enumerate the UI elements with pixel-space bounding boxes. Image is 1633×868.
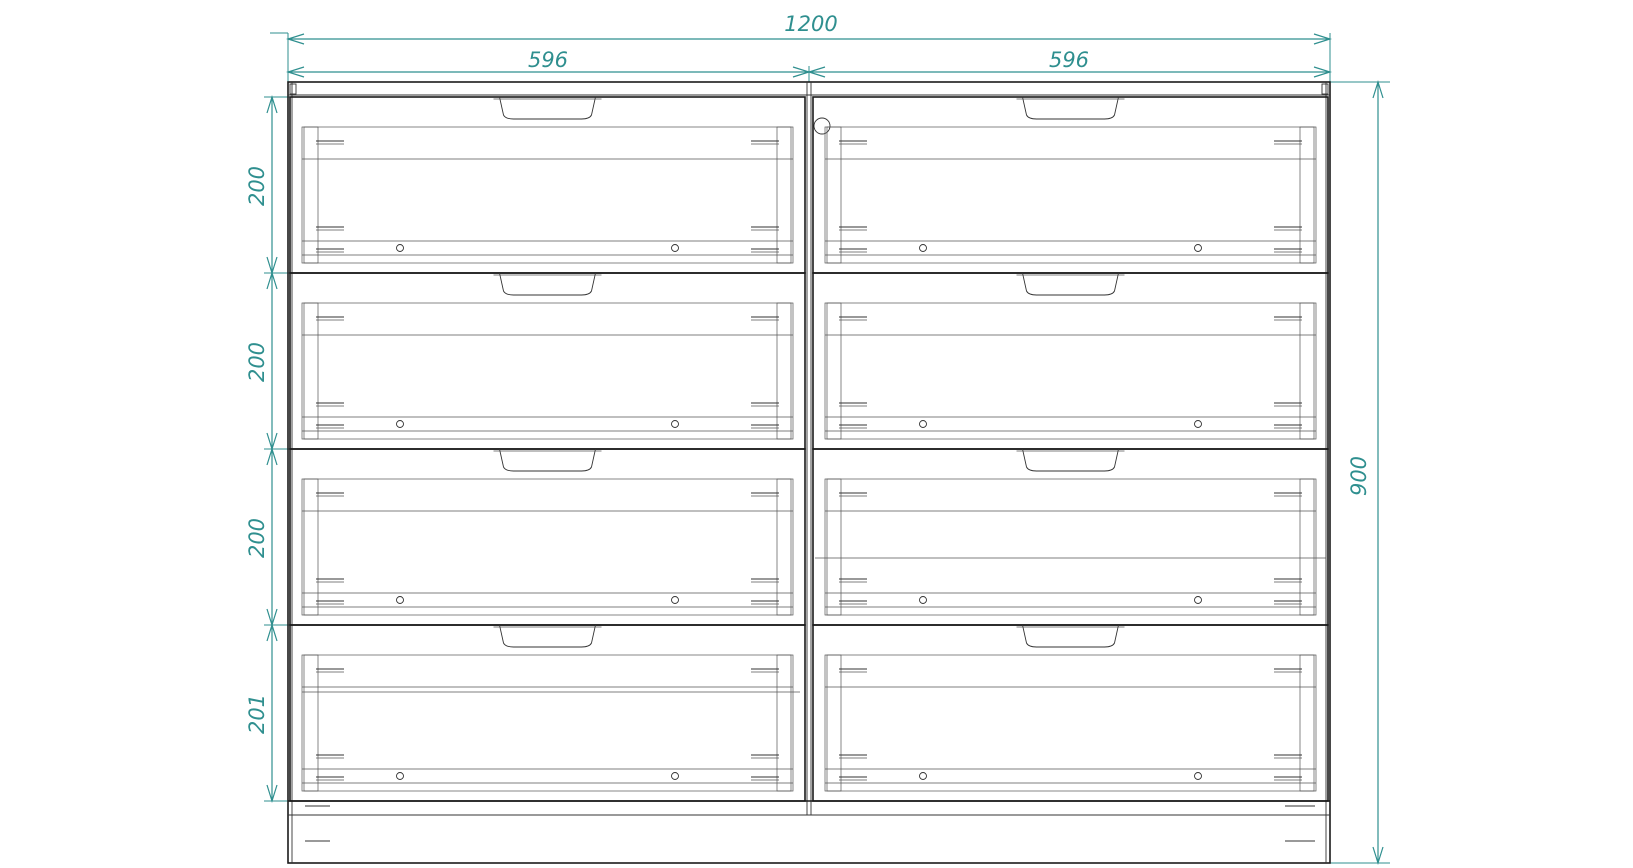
cabinet-outline bbox=[287, 81, 1331, 864]
runner-left bbox=[303, 654, 319, 792]
handle-cutout bbox=[1022, 624, 1119, 648]
drawer-4 bbox=[812, 272, 1329, 450]
runner-left bbox=[826, 478, 842, 616]
runner-left bbox=[303, 302, 319, 440]
drawer-front bbox=[289, 272, 806, 450]
drawer-height-label-3: 200 bbox=[245, 518, 269, 558]
drawer-8 bbox=[812, 624, 1329, 802]
dimension-annotations bbox=[264, 32, 1390, 866]
handle-cutout bbox=[1022, 96, 1119, 120]
screw-right bbox=[1194, 772, 1202, 780]
handle-cutout bbox=[499, 624, 596, 648]
runner-right bbox=[1299, 126, 1315, 264]
screw-left bbox=[919, 420, 927, 428]
runner-right bbox=[1299, 478, 1315, 616]
drawer-7 bbox=[289, 624, 806, 802]
screw-right bbox=[1194, 596, 1202, 604]
drawer-box bbox=[824, 302, 1317, 440]
screw-left bbox=[919, 772, 927, 780]
screw-right bbox=[1194, 244, 1202, 252]
screw-left bbox=[396, 244, 404, 252]
drawer-front bbox=[289, 448, 806, 626]
drawer-box bbox=[824, 654, 1317, 792]
drawer-box bbox=[301, 654, 794, 792]
screw-right bbox=[671, 596, 679, 604]
runner-left bbox=[303, 478, 319, 616]
drawer-box bbox=[824, 478, 1317, 616]
screw-left bbox=[919, 596, 927, 604]
drawer-height-label-4: 201 bbox=[245, 694, 269, 734]
cabinet-body bbox=[287, 81, 1331, 864]
runner-right bbox=[1299, 302, 1315, 440]
runner-left bbox=[303, 126, 319, 264]
top-corner-left bbox=[289, 83, 297, 95]
right-section-width-label: 596 bbox=[1049, 48, 1089, 72]
drawer-front bbox=[812, 624, 1329, 802]
drawer-box bbox=[301, 302, 794, 440]
drawer-6 bbox=[812, 448, 1329, 626]
runner-right bbox=[776, 654, 792, 792]
runner-left bbox=[826, 126, 842, 264]
handle-cutout bbox=[1022, 272, 1119, 296]
drawer-box bbox=[824, 126, 1317, 264]
top-corner-right bbox=[1321, 83, 1329, 95]
screw-left bbox=[396, 596, 404, 604]
runner-right bbox=[776, 478, 792, 616]
runner-right bbox=[776, 126, 792, 264]
drawer-front bbox=[812, 448, 1329, 626]
drawer-2 bbox=[812, 96, 1329, 274]
drawer-front bbox=[289, 96, 806, 274]
drawer-front bbox=[812, 96, 1329, 274]
runner-right bbox=[776, 302, 792, 440]
drawer-grid bbox=[289, 96, 1329, 802]
screw-right bbox=[671, 772, 679, 780]
screw-right bbox=[671, 420, 679, 428]
drawer-5 bbox=[289, 448, 806, 626]
drawer-height-label-2: 200 bbox=[245, 342, 269, 382]
screw-left bbox=[396, 420, 404, 428]
drawer-box bbox=[301, 478, 794, 616]
handle-cutout bbox=[499, 448, 596, 472]
handle-cutout bbox=[499, 96, 596, 120]
left-section-width-label: 596 bbox=[528, 48, 568, 72]
drawer-front bbox=[812, 272, 1329, 450]
screw-left bbox=[919, 244, 927, 252]
screw-right bbox=[1194, 420, 1202, 428]
screw-left bbox=[396, 772, 404, 780]
runner-left bbox=[826, 654, 842, 792]
drawer-height-label-1: 200 bbox=[245, 166, 269, 206]
handle-cutout bbox=[499, 272, 596, 296]
overall-width-label: 1200 bbox=[784, 12, 837, 36]
drawer-box bbox=[301, 126, 794, 264]
runner-right bbox=[1299, 654, 1315, 792]
lock-circle bbox=[813, 117, 831, 135]
screw-right bbox=[671, 244, 679, 252]
drawer-3 bbox=[289, 272, 806, 450]
drawer-1 bbox=[289, 96, 806, 274]
handle-cutout bbox=[1022, 448, 1119, 472]
runner-left bbox=[826, 302, 842, 440]
overall-height-label: 900 bbox=[1347, 456, 1371, 496]
drawer-front bbox=[289, 624, 806, 802]
